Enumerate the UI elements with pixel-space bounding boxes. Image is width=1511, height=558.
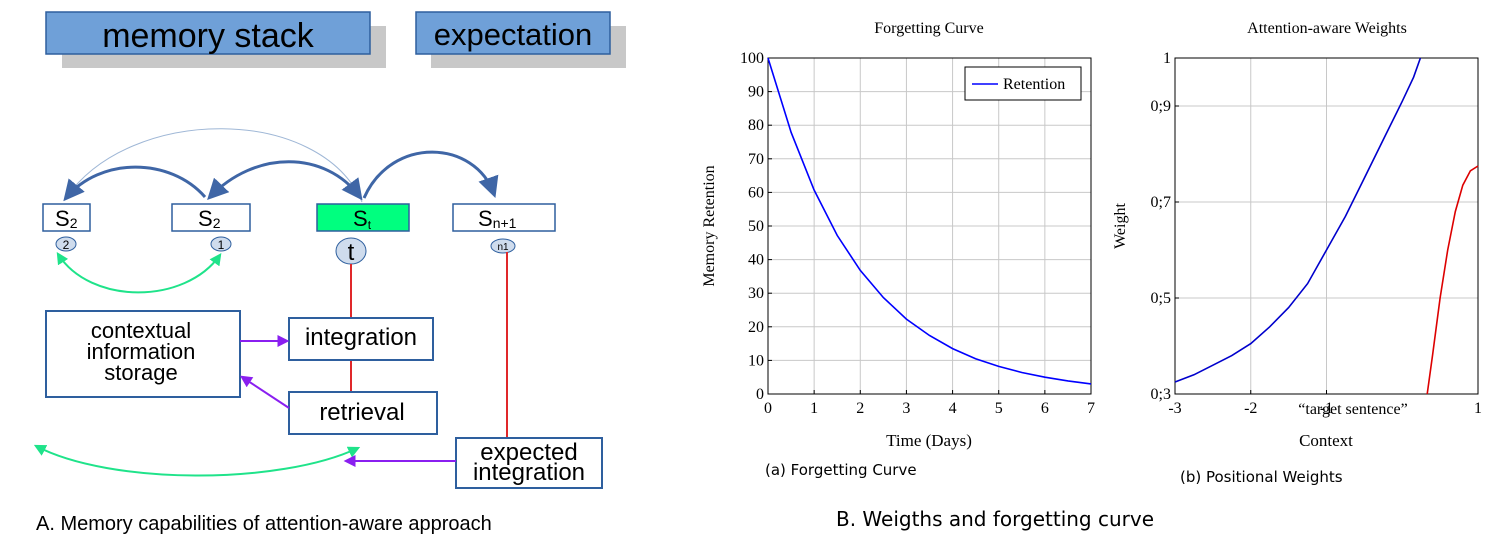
expectation-header: expectation: [415, 11, 626, 68]
chart-b-title: Attention-aware Weights: [1247, 20, 1407, 37]
retrieval-box: retrieval: [288, 391, 438, 435]
x-tick-label: -3: [1168, 400, 1181, 417]
x-tick-label: 1: [1474, 400, 1482, 417]
x-tick-label: -2: [1244, 400, 1257, 417]
chart-b-ticks: -3 -2 -1 1 0;3 0;5 0;7 0;9 1: [1151, 50, 1482, 417]
badge-1: 2: [63, 238, 70, 252]
svg-text:storage: storage: [104, 360, 177, 385]
x-tick-label: 6: [1041, 400, 1049, 417]
expected-integration-box: expected integration: [455, 437, 603, 489]
green-arc-top: [56, 251, 222, 294]
y-tick-label: 70: [748, 151, 764, 168]
arrow-retrieval-to-storage: [239, 375, 290, 409]
x-tick-label: 0: [764, 400, 772, 417]
svg-text:Sn+1: Sn+1: [478, 206, 517, 231]
svg-text:retrieval: retrieval: [319, 399, 404, 426]
arc-s2b-to-st: [207, 160, 363, 201]
x-tick-label: 7: [1087, 400, 1095, 417]
long-arc: [65, 128, 363, 203]
badge-2: 1: [218, 238, 225, 252]
y-tick-label: 0;9: [1151, 98, 1171, 115]
badge-t: t: [348, 239, 355, 266]
svg-text:St: St: [353, 206, 372, 232]
x-tick-label: 3: [902, 400, 910, 417]
chart-b-sublabel: (b) Positional Weights: [1180, 468, 1343, 486]
svg-text:integration: integration: [473, 459, 585, 486]
memory-stack-label: memory stack: [102, 17, 315, 55]
memory-stack-header: memory stack: [45, 11, 386, 68]
svg-text:S2: S2: [55, 206, 78, 231]
y-tick-label: 1: [1163, 50, 1171, 67]
stack-node-2: S2 1: [171, 203, 251, 252]
chart-a-xlabel: Time (Days): [886, 431, 972, 450]
series-line-0: [767, 57, 1092, 385]
expectation-label: expectation: [434, 17, 593, 52]
arc-st-to-sn1: [362, 150, 499, 199]
svg-text:expected: expected: [480, 439, 577, 466]
y-tick-label: 10: [748, 352, 764, 369]
x-tick-label: 5: [995, 400, 1003, 417]
chart-a-grid: [767, 57, 1092, 395]
chart-b-series: [1174, 57, 1479, 395]
series-line-1: [1426, 165, 1479, 395]
y-tick-label: 20: [748, 319, 764, 336]
svg-text:information: information: [87, 339, 196, 364]
chart-b-xlabel: Context: [1299, 431, 1353, 450]
green-arc-bottom: [33, 444, 361, 477]
y-tick-label: 50: [748, 218, 764, 235]
stack-node-1: S2 2: [42, 203, 91, 252]
attention-weights-chart: Attention-aware Weights -3 -2 -1 1 0;3 0;5 0;7…: [1112, 20, 1482, 486]
x-tick-label: 2: [856, 400, 864, 417]
y-tick-label: 100: [740, 50, 764, 67]
x-tick-label: 1: [810, 400, 818, 417]
y-tick-label: 40: [748, 252, 764, 269]
legend-retention: Retention: [1003, 76, 1065, 93]
chart-b-ylabel: Weight: [1112, 203, 1129, 249]
caption-b: B. Weigths and forgetting curve: [836, 507, 1154, 531]
series-line-0: [1174, 57, 1422, 383]
y-tick-label: 90: [748, 84, 764, 101]
integration-box: integration: [288, 317, 434, 361]
svg-text:integration: integration: [305, 324, 417, 351]
x-tick-label: 4: [949, 400, 957, 417]
chart-a-legend: Retention: [964, 66, 1082, 101]
chart-a-sublabel: (a) Forgetting Curve: [765, 461, 917, 479]
caption-a: A. Memory capabilities of attention-awar…: [36, 513, 492, 535]
contextual-storage-box: contextual information storage: [45, 310, 241, 398]
chart-b-grid: [1174, 57, 1479, 395]
chart-a-ylabel: Memory Retention: [701, 165, 718, 286]
arc-s2b-to-s2a: [63, 165, 207, 202]
chart-a-title: Forgetting Curve: [874, 20, 983, 37]
y-tick-label: 0;5: [1151, 290, 1171, 307]
y-tick-label: 30: [748, 285, 764, 302]
chart-a-series: [767, 57, 1092, 385]
y-tick-label: 0;3: [1151, 386, 1171, 403]
y-tick-label: 60: [748, 184, 764, 201]
x-tick-label: -1: [1320, 400, 1333, 417]
stack-node-current: St t: [316, 203, 410, 266]
y-tick-label: 0: [756, 386, 764, 403]
y-tick-label: 0;7: [1151, 194, 1171, 211]
memory-diagram: memory stack expectation S2 2 S2 1 St: [33, 11, 626, 535]
y-tick-label: 80: [748, 117, 764, 134]
chart-b-annotation: “target sentence”: [1298, 401, 1407, 418]
svg-text:S2: S2: [198, 206, 221, 231]
svg-text:contextual: contextual: [91, 318, 191, 343]
stack-node-next: Sn+1 n1: [452, 203, 556, 254]
badge-n1: n1: [497, 242, 509, 253]
